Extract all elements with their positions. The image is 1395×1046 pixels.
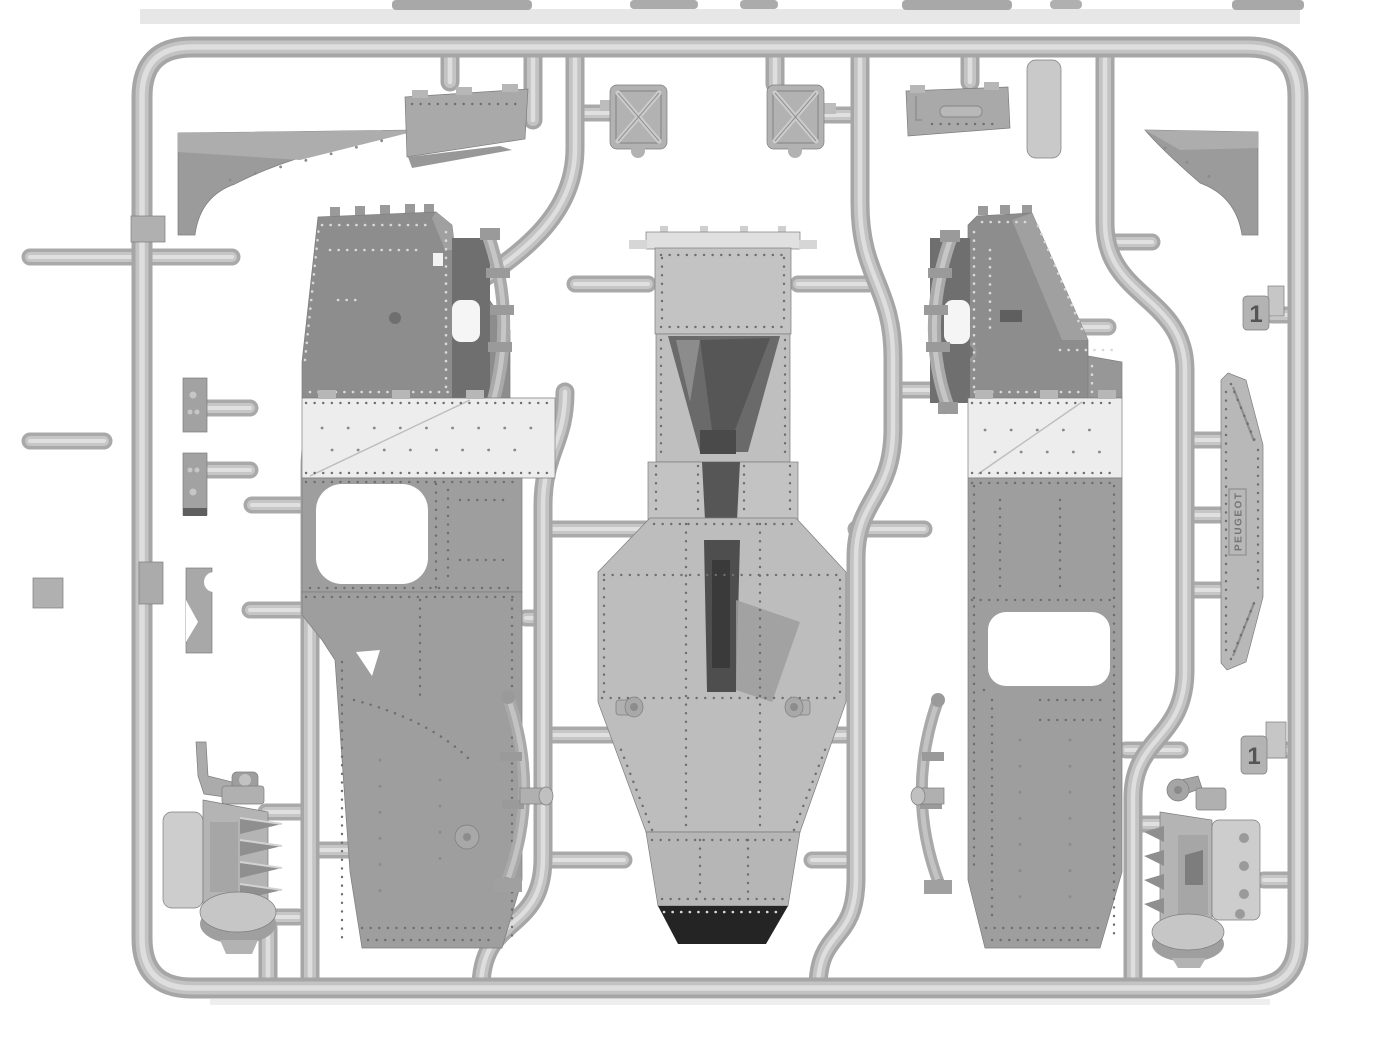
hood-shoulders bbox=[647, 461, 799, 521]
radiator-plate-text: PEUGEOT bbox=[1234, 492, 1245, 551]
panel-window-section bbox=[301, 477, 523, 593]
hatch-door-right bbox=[766, 84, 836, 158]
bolt-bumps bbox=[1235, 833, 1249, 919]
radiator-box bbox=[654, 247, 792, 335]
panel-lower-section bbox=[301, 591, 554, 949]
tag-number: 1 bbox=[1247, 743, 1260, 770]
engine-hood-armor bbox=[597, 226, 847, 944]
hood-top-overhang bbox=[629, 226, 817, 250]
hinge-cluster bbox=[412, 84, 518, 98]
panel-white-band bbox=[967, 390, 1123, 479]
small-bracket-plates bbox=[182, 377, 224, 654]
hatch-door-left bbox=[600, 84, 668, 158]
side-boss-left bbox=[615, 696, 644, 718]
leaf-spring-upper-left bbox=[452, 228, 514, 417]
band-hinges bbox=[975, 390, 1116, 399]
hood-body bbox=[597, 517, 847, 833]
rear-armor-plate bbox=[905, 82, 1011, 137]
hull-side-panel-left bbox=[301, 204, 556, 949]
window-opening bbox=[988, 612, 1110, 686]
tag-number: 1 bbox=[1249, 301, 1262, 328]
hinge-cluster bbox=[910, 82, 999, 93]
flat-connector-tab bbox=[1026, 59, 1062, 159]
engine-block-right bbox=[1144, 775, 1261, 968]
side-boss-right bbox=[784, 696, 811, 718]
flywheel bbox=[199, 891, 277, 954]
panel-top-teeth bbox=[978, 205, 1032, 215]
sprue-number-tag-bottom: 1 bbox=[1240, 721, 1287, 775]
triangular-opening bbox=[356, 650, 380, 676]
band-hinges bbox=[318, 390, 484, 399]
hood-black-wedge bbox=[658, 906, 788, 944]
front-armor-plate bbox=[404, 84, 529, 168]
left-rail-tabs bbox=[32, 215, 166, 609]
hood-lower-plate bbox=[645, 831, 801, 907]
top-edge-sprue-remnant bbox=[140, 0, 1304, 24]
panel-lower-section bbox=[910, 477, 1123, 949]
hull-side-panel-right bbox=[910, 205, 1123, 949]
fender-support-left bbox=[177, 129, 421, 236]
panel-white-band bbox=[301, 390, 556, 479]
sprue-number-tag-top: 1 bbox=[1242, 285, 1285, 331]
door-handle bbox=[939, 105, 983, 118]
leaf-spring-upper-right bbox=[924, 230, 970, 415]
engine-block-left bbox=[162, 741, 283, 954]
hood-neck bbox=[655, 333, 791, 463]
radiator-armor-plate: PEUGEOT bbox=[1220, 372, 1264, 671]
fender-support-right bbox=[1144, 129, 1259, 236]
window-opening bbox=[316, 484, 428, 584]
panel-top-teeth bbox=[330, 204, 434, 216]
cooling-fins bbox=[1144, 826, 1164, 914]
flywheel bbox=[1151, 913, 1225, 968]
